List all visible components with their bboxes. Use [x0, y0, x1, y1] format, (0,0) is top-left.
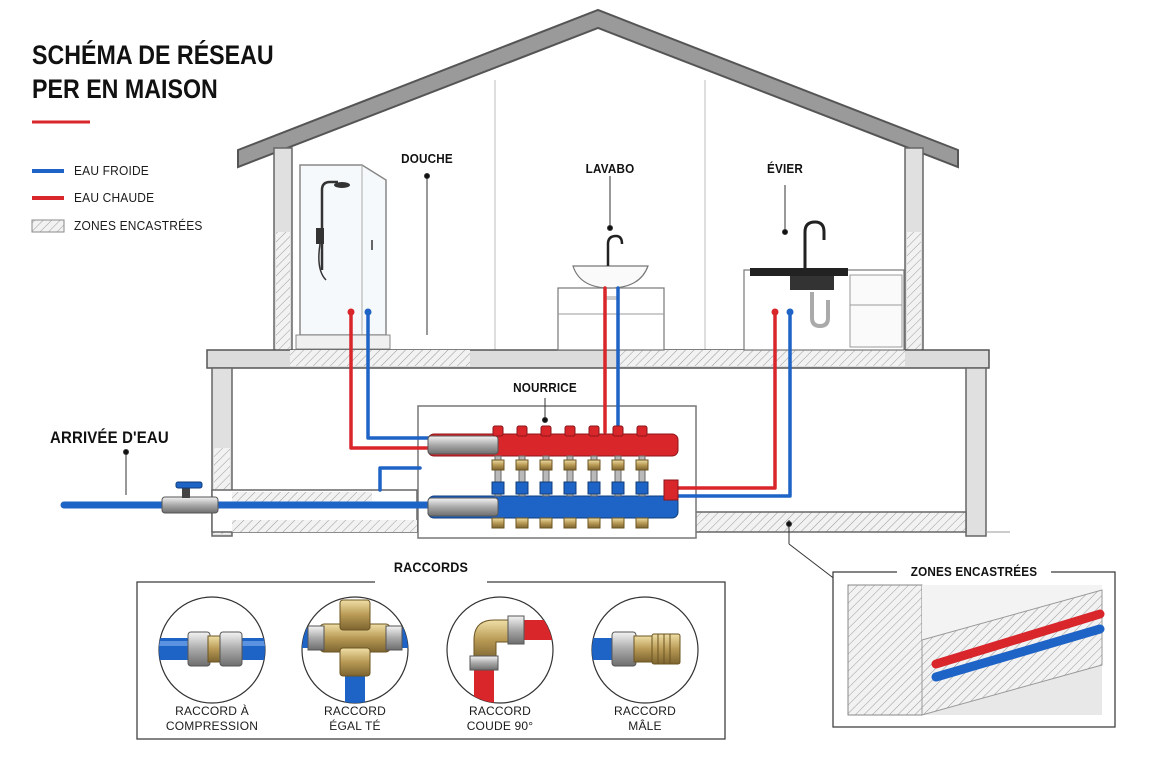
embedded-zones-title: ZONES ENCASTRÉES [910, 564, 1038, 579]
legend-hatch-swatch [31, 219, 65, 233]
outlet-stem [590, 455, 598, 497]
pipe-network [60, 286, 792, 509]
cold-outlet-fitting [491, 517, 505, 529]
fitting-caption-line: RACCORD [613, 704, 677, 718]
male-fitting-icon [591, 596, 699, 704]
tee-fitting-icon [301, 596, 409, 704]
hot-outlet-fitting [587, 459, 601, 471]
cold-outlet-cap [515, 481, 529, 495]
hot-outlet-fitting [635, 459, 649, 471]
fitting-caption-compression: RACCORD À COMPRESSION [152, 704, 272, 734]
cold-outlet-fitting [587, 517, 601, 529]
cold-outlet-fitting [539, 517, 553, 529]
cold-outlet-cap [539, 481, 553, 495]
fitting-caption-male: RACCORD MÂLE [585, 704, 705, 734]
cold-outlet-fitting [563, 517, 577, 529]
sink-hot-pipe [668, 310, 777, 490]
cold-outlet-fitting [515, 517, 529, 529]
manifold-icon [427, 433, 679, 519]
outlet-stem [638, 455, 646, 497]
hot-outlet-cap [612, 425, 624, 437]
hot-outlet-cap [588, 425, 600, 437]
outlet-stem [542, 455, 550, 497]
fitting-caption-tee: RACCORD ÉGAL TÉ [295, 704, 415, 734]
hot-outlet-fitting [515, 459, 529, 471]
hot-outlet-fitting [563, 459, 577, 471]
cold-outlet-fitting [635, 517, 649, 529]
inlet-valve-icon [161, 481, 219, 514]
cold-outlet-cap [587, 481, 601, 495]
cold-outlet-fitting [611, 517, 625, 529]
water-inlet-label: ARRIVÉE D'EAU [50, 428, 169, 447]
hot-outlet-cap [564, 425, 576, 437]
hot-outlet-cap [516, 425, 528, 437]
elbow-fitting-icon [446, 596, 554, 704]
cold-outlet-cap [635, 481, 649, 495]
legend-cold-label: EAU FROIDE [74, 163, 149, 178]
hot-outlet-cap [492, 425, 504, 437]
leader-lines [123, 173, 837, 581]
legend-hot-label: EAU CHAUDE [74, 190, 155, 205]
manifold-outlets [491, 425, 649, 529]
outlet-stem [566, 455, 574, 497]
legend-embedded-label: ZONES ENCASTRÉES [74, 218, 203, 233]
basin-label: LAVABO [585, 161, 635, 176]
outlet-stem [518, 455, 526, 497]
embedded-zone-inset [832, 564, 1116, 728]
fittings-title: RACCORDS [393, 559, 469, 575]
hot-outlet-cap [636, 425, 648, 437]
shower-label: DOUCHE [401, 151, 453, 166]
shower-cold-pipe [366, 310, 430, 440]
shower-cabin [295, 164, 391, 350]
cold-outlet-cap [611, 481, 625, 495]
basin-unit [557, 234, 665, 351]
fitting-caption-line: MÂLE [628, 719, 662, 733]
page-title-line2: PER EN MAISON [32, 74, 218, 104]
hot-outlet-fitting [611, 459, 625, 471]
kitchen-sink-unit [743, 220, 905, 351]
page-title-line1: SCHÉMA DE RÉSEAU [32, 40, 274, 70]
fitting-caption-line: RACCORD [323, 704, 387, 718]
hot-outlet-fitting [539, 459, 553, 471]
manifold-label: NOURRICE [513, 380, 577, 395]
hot-outlet-cap [540, 425, 552, 437]
outlet-stem [494, 455, 502, 497]
cold-outlet-cap [563, 481, 577, 495]
hot-outlet-fitting [491, 459, 505, 471]
sink-cold-pipe [668, 310, 792, 498]
outlet-stem [614, 455, 622, 497]
fitting-caption-line: ÉGAL TÉ [329, 719, 381, 733]
cold-outlet-cap [491, 481, 505, 495]
shower-hot-pipe [349, 310, 430, 450]
fitting-caption-line: COMPRESSION [165, 719, 259, 733]
fitting-caption-line: COUDE 90° [466, 719, 534, 733]
fitting-caption-elbow: RACCORD COUDE 90° [440, 704, 560, 734]
roof [237, 8, 959, 169]
fitting-caption-line: RACCORD À [175, 704, 249, 718]
sink-label: ÉVIER [766, 161, 803, 176]
compression-fitting-icon [158, 596, 266, 704]
house [206, 8, 1010, 537]
fitting-caption-line: RACCORD [468, 704, 532, 718]
